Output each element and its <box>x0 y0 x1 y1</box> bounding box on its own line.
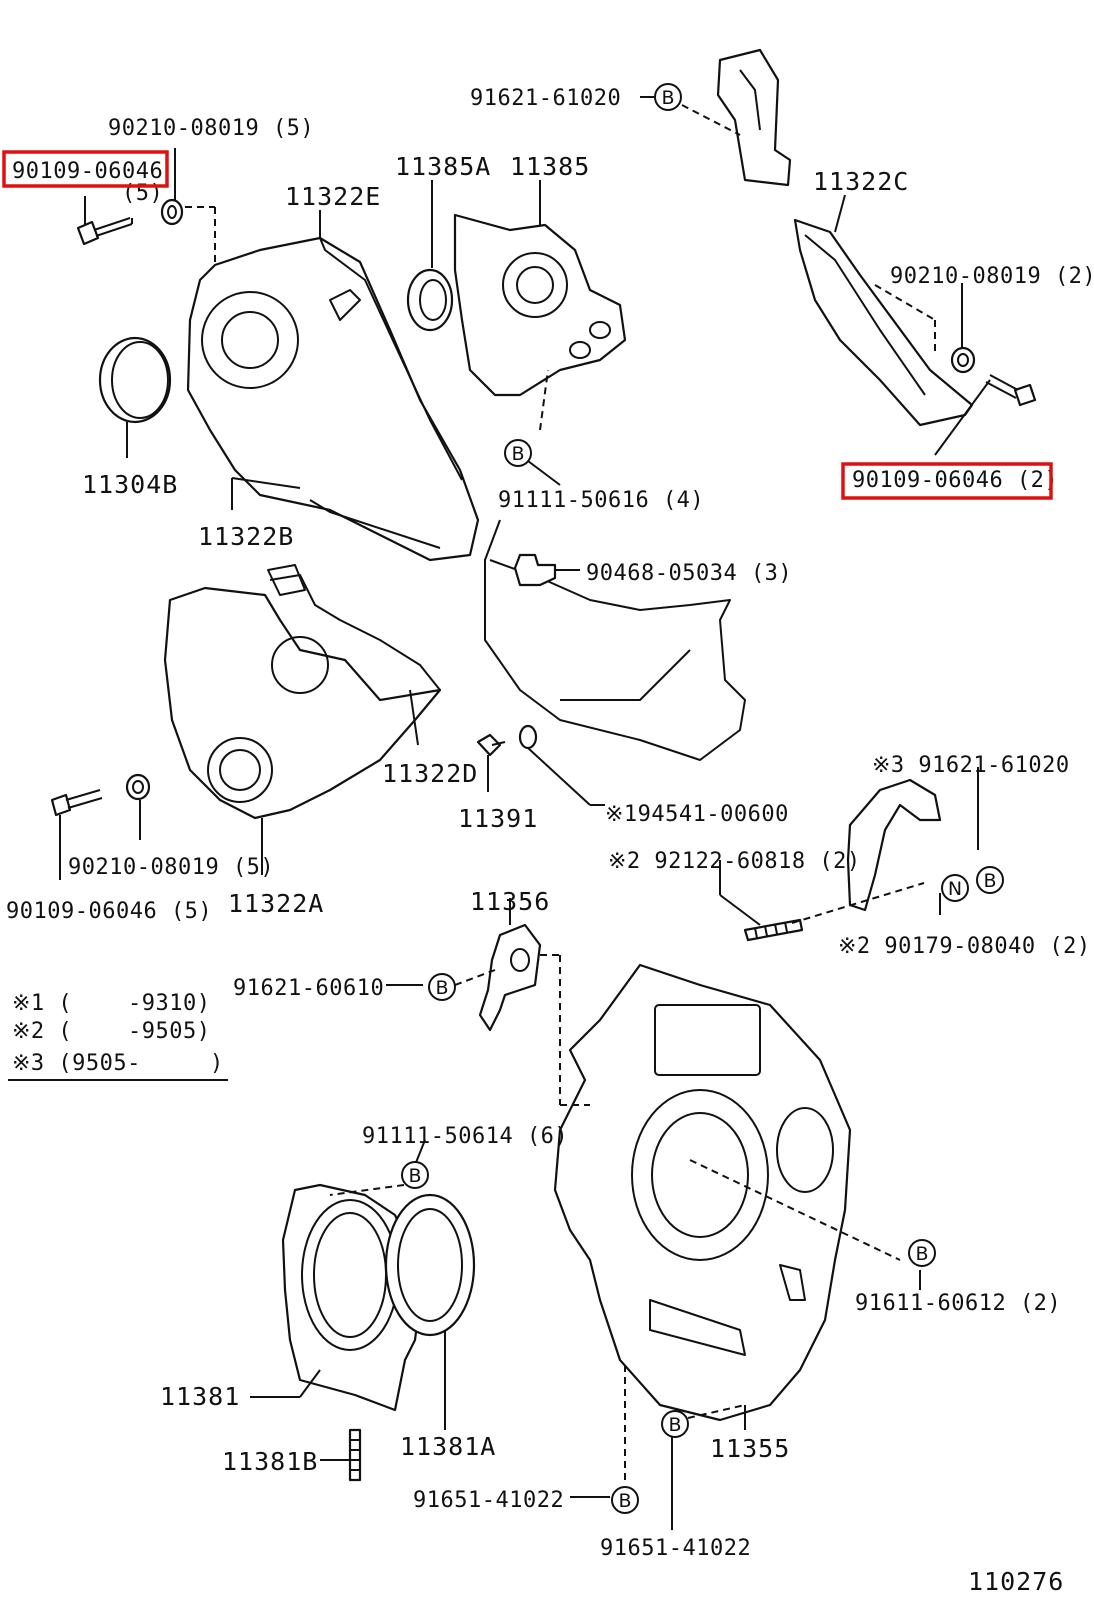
callout-b-1: B <box>654 83 682 111</box>
callout-b-8: B <box>611 1486 639 1514</box>
label-91111-50614: 91111-50614 (6) <box>362 1124 568 1149</box>
bolt-90109-06046-top-drawing <box>76 217 133 246</box>
callout-b-4: B <box>428 973 456 1001</box>
label-90210-08019-right: 90210-08019 (2) <box>890 264 1094 289</box>
stud-92122-60818-drawing <box>743 918 804 942</box>
note-2-mark: ※2 ( <box>12 1019 72 1044</box>
bracket-11356-drawing <box>478 923 542 1032</box>
label-92122-60818: ※2 92122-60818 (2) <box>608 849 861 874</box>
note-3-mark: ※3 (9505- <box>12 1051 141 1076</box>
bolt-90109-06046-bottom-drawing <box>50 789 103 817</box>
bracket-91621-61020-right-drawing <box>846 778 942 912</box>
lower-cover-11322A-drawing <box>163 586 442 820</box>
svg-text:B: B <box>983 870 996 892</box>
production-notes: ※1 ( -9310) ※2 ( -9505) ※3 (9505- ) <box>8 991 228 1081</box>
sensor-11391-drawing <box>476 733 506 757</box>
label-11381B: 11381B <box>222 1447 318 1476</box>
label-11385: 11385 <box>510 152 590 181</box>
label-11385A: 11385A <box>395 152 491 181</box>
label-11304B: 11304B <box>82 470 178 499</box>
cover-11322C-drawing <box>793 218 974 427</box>
seal-11385A-drawing <box>406 268 454 332</box>
label-11391: 11391 <box>458 804 538 833</box>
label-11322C: 11322C <box>813 167 909 196</box>
svg-text:B: B <box>435 977 448 999</box>
label-90109-06046-right: 90109-06046 (2) <box>852 468 1058 493</box>
callout-b-7: B <box>661 1410 689 1438</box>
label-90109-06046-top: 90109-06046 <box>12 159 163 184</box>
callout-n: N <box>941 874 969 902</box>
bolt-90109-06046-right-drawing <box>985 374 1037 407</box>
label-11381A: 11381A <box>400 1432 496 1461</box>
note-1-mark: ※1 ( <box>12 991 72 1016</box>
label-91111-50616: 91111-50616 (4) <box>498 488 704 513</box>
callout-b-5: B <box>401 1161 429 1189</box>
label-11356: 11356 <box>470 887 550 916</box>
note-1-range: -9310) <box>128 991 210 1016</box>
label-11322A: 11322A <box>228 889 324 918</box>
label-91621-61020-top: 91621-61020 <box>470 86 621 111</box>
label-11322D: 11322D <box>382 759 478 788</box>
o-ring-194541-00600-drawing <box>518 724 538 750</box>
svg-text:N: N <box>948 878 962 900</box>
label-194541-00600: ※194541-00600 <box>605 802 789 827</box>
retainer-11381-drawing <box>281 1183 422 1412</box>
label-91621-61020-right: ※3 91621-61020 <box>872 753 1070 778</box>
label-90179-08040: ※2 90179-08040 (2) <box>838 934 1091 959</box>
seal-11381A-drawing <box>384 1193 476 1337</box>
svg-text:B: B <box>661 87 674 109</box>
label-91651-41022-a: 91651-41022 <box>413 1488 564 1513</box>
callout-b-3: B <box>976 866 1004 894</box>
callout-b-6: B <box>908 1239 936 1267</box>
label-90109-06046-bottom: 90109-06046 (5) <box>6 899 212 924</box>
label-90468-05034: 90468-05034 (3) <box>586 561 792 586</box>
clip-90468-05034-drawing <box>513 553 557 587</box>
diagram-number: 110276 <box>968 1567 1064 1596</box>
callout-b-2: B <box>504 439 532 467</box>
svg-text:B: B <box>618 1490 631 1512</box>
lower-cover-11322D-drawing <box>267 564 441 691</box>
highlight-box-90109-06046-top <box>2 150 169 188</box>
highlight-box-90109-06046-right <box>841 462 1053 500</box>
svg-text:B: B <box>668 1414 681 1436</box>
stud-11381B-drawing <box>348 1428 362 1482</box>
washer-90210-08019-right-drawing <box>950 346 976 374</box>
plate-11385-drawing <box>453 213 627 397</box>
label-91621-60610: 91621-60610 <box>233 976 384 1001</box>
end-plate-11355-drawing <box>553 963 852 1422</box>
label-11381: 11381 <box>160 1382 240 1411</box>
note-3-close: ) <box>210 1051 224 1076</box>
svg-text:B: B <box>915 1243 928 1265</box>
label-11322E: 11322E <box>285 182 381 211</box>
svg-text:B: B <box>408 1165 421 1187</box>
engine-block-fragment-drawing <box>484 519 746 761</box>
label-11322B: 11322B <box>198 522 294 551</box>
washer-90210-08019-bottom-drawing <box>125 773 151 801</box>
label-90210-08019-top: 90210-08019 (5) <box>108 116 314 141</box>
timing-cover-11322E-drawing <box>186 236 480 562</box>
svg-text:B: B <box>511 443 524 465</box>
plug-11304B-drawing <box>98 336 172 424</box>
bracket-91621-61020-top-drawing <box>716 48 792 187</box>
label-11355: 11355 <box>710 1434 790 1463</box>
label-91651-41022-b: 91651-41022 <box>600 1536 751 1561</box>
leader-lines <box>59 96 991 1530</box>
label-91611-60612: 91611-60612 (2) <box>855 1291 1061 1316</box>
label-90210-08019-bottom: 90210-08019 (5) <box>68 855 274 880</box>
washer-90210-08019-top-drawing <box>160 198 184 226</box>
note-2-range: -9505) <box>128 1019 210 1044</box>
